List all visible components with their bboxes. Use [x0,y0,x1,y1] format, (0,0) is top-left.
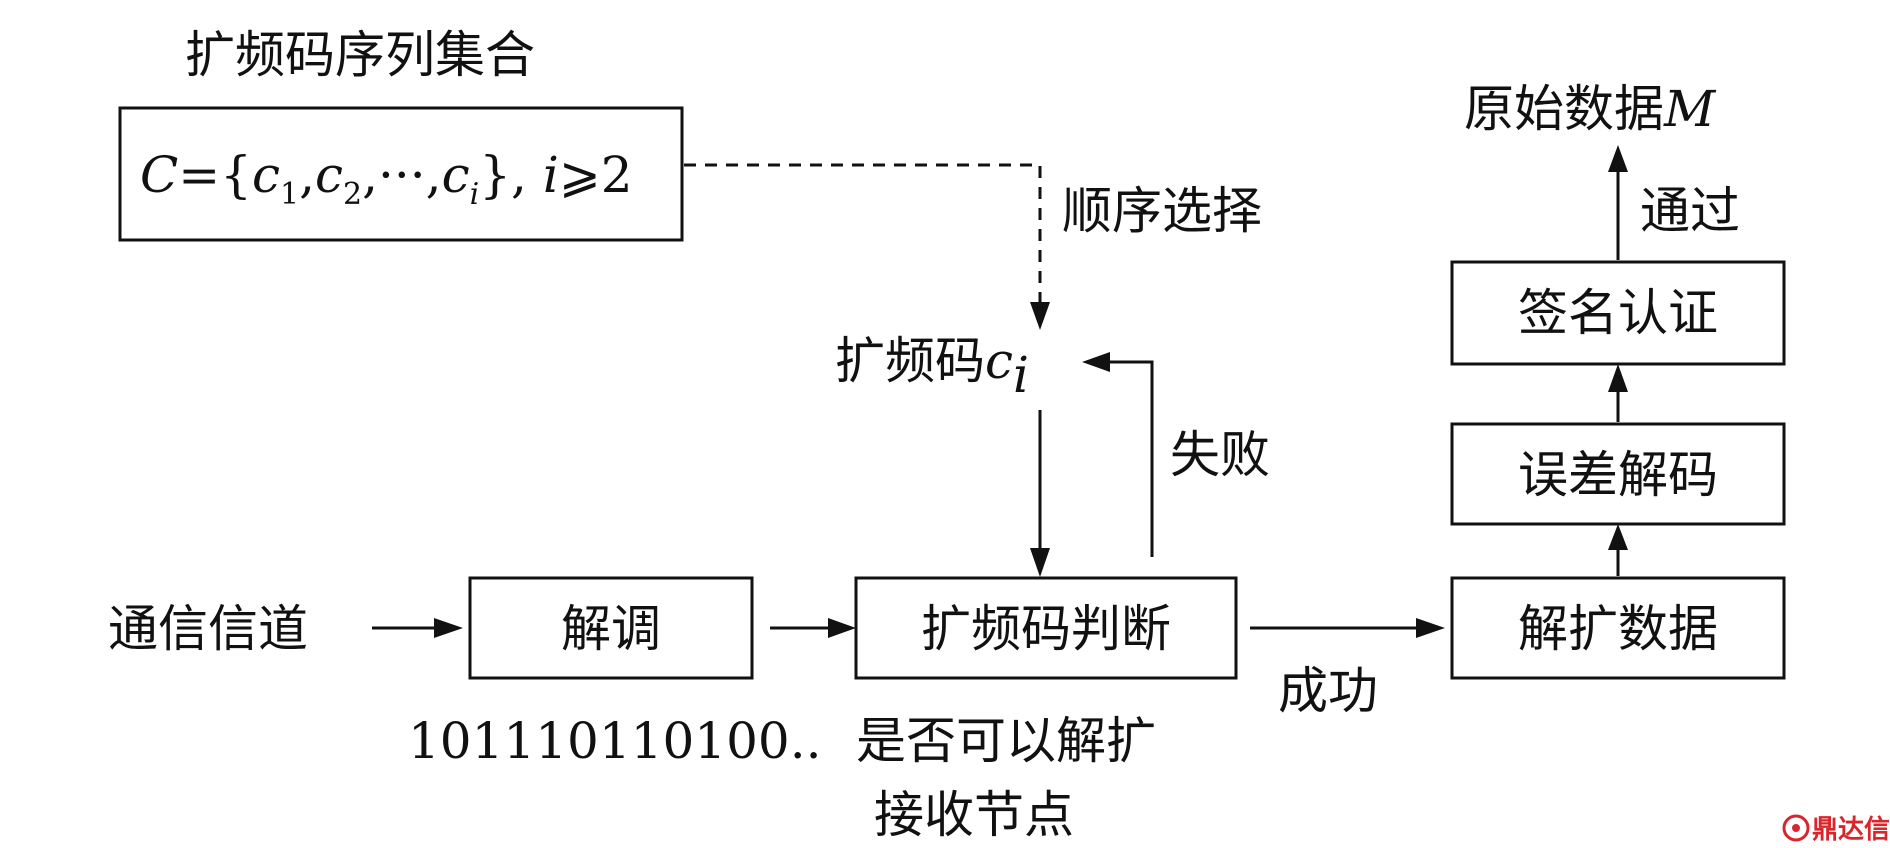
despread-label: 解扩数据 [1518,600,1718,658]
demod-to-judge-arrowhead [828,618,856,638]
sequential-select-connector [684,163,1042,305]
set-box [118,106,684,242]
despread-to-ecc-arrowhead [1608,524,1628,550]
channel-label: 通信信道 [108,600,308,658]
node-question-line1: 是否可以解扩 [856,712,1156,770]
original-data-label: 原始数据M [1464,80,1717,138]
set-title: 扩频码序列集合 [185,26,535,84]
demod-box [468,576,754,680]
watermark-logo: 鼎达信 [1782,814,1890,845]
ecc-box [1450,422,1786,526]
success-label: 成功 [1278,662,1378,720]
set-formula: C={c1,c2,···,ci}, i⩾2 [140,146,633,212]
fail-feedback-line [1108,360,1154,557]
sequential-select-arrowhead [1030,302,1050,330]
despread-box [1450,576,1786,680]
spread-code-label: 扩频码ci [835,332,1029,404]
judge-box [854,576,1238,680]
auth-label: 签名认证 [1518,284,1718,342]
auth-box [1450,260,1786,366]
fail-feedback-arrowhead [1082,352,1110,372]
watermark-text: 鼎达信 [1812,815,1890,845]
sequential-select-label: 顺序选择 [1062,182,1262,240]
watermark-logo-icon [1782,814,1810,842]
judge-to-despread-arrowhead [1416,618,1445,638]
demod-label: 解调 [561,600,661,658]
judge-label: 扩频码判断 [921,600,1171,658]
pass-label: 通过 [1640,182,1740,240]
code-to-judge-arrowhead [1030,548,1050,577]
fail-label: 失败 [1170,426,1270,484]
ecc-label: 误差解码 [1518,446,1718,504]
ecc-to-auth-arrowhead [1608,364,1628,392]
auth-to-output-arrowhead [1608,145,1628,172]
channel-to-demod-arrowhead [434,618,463,638]
bitstream-label: 101110110100.. [408,712,822,770]
node-question-line2: 接收节点 [874,786,1074,844]
